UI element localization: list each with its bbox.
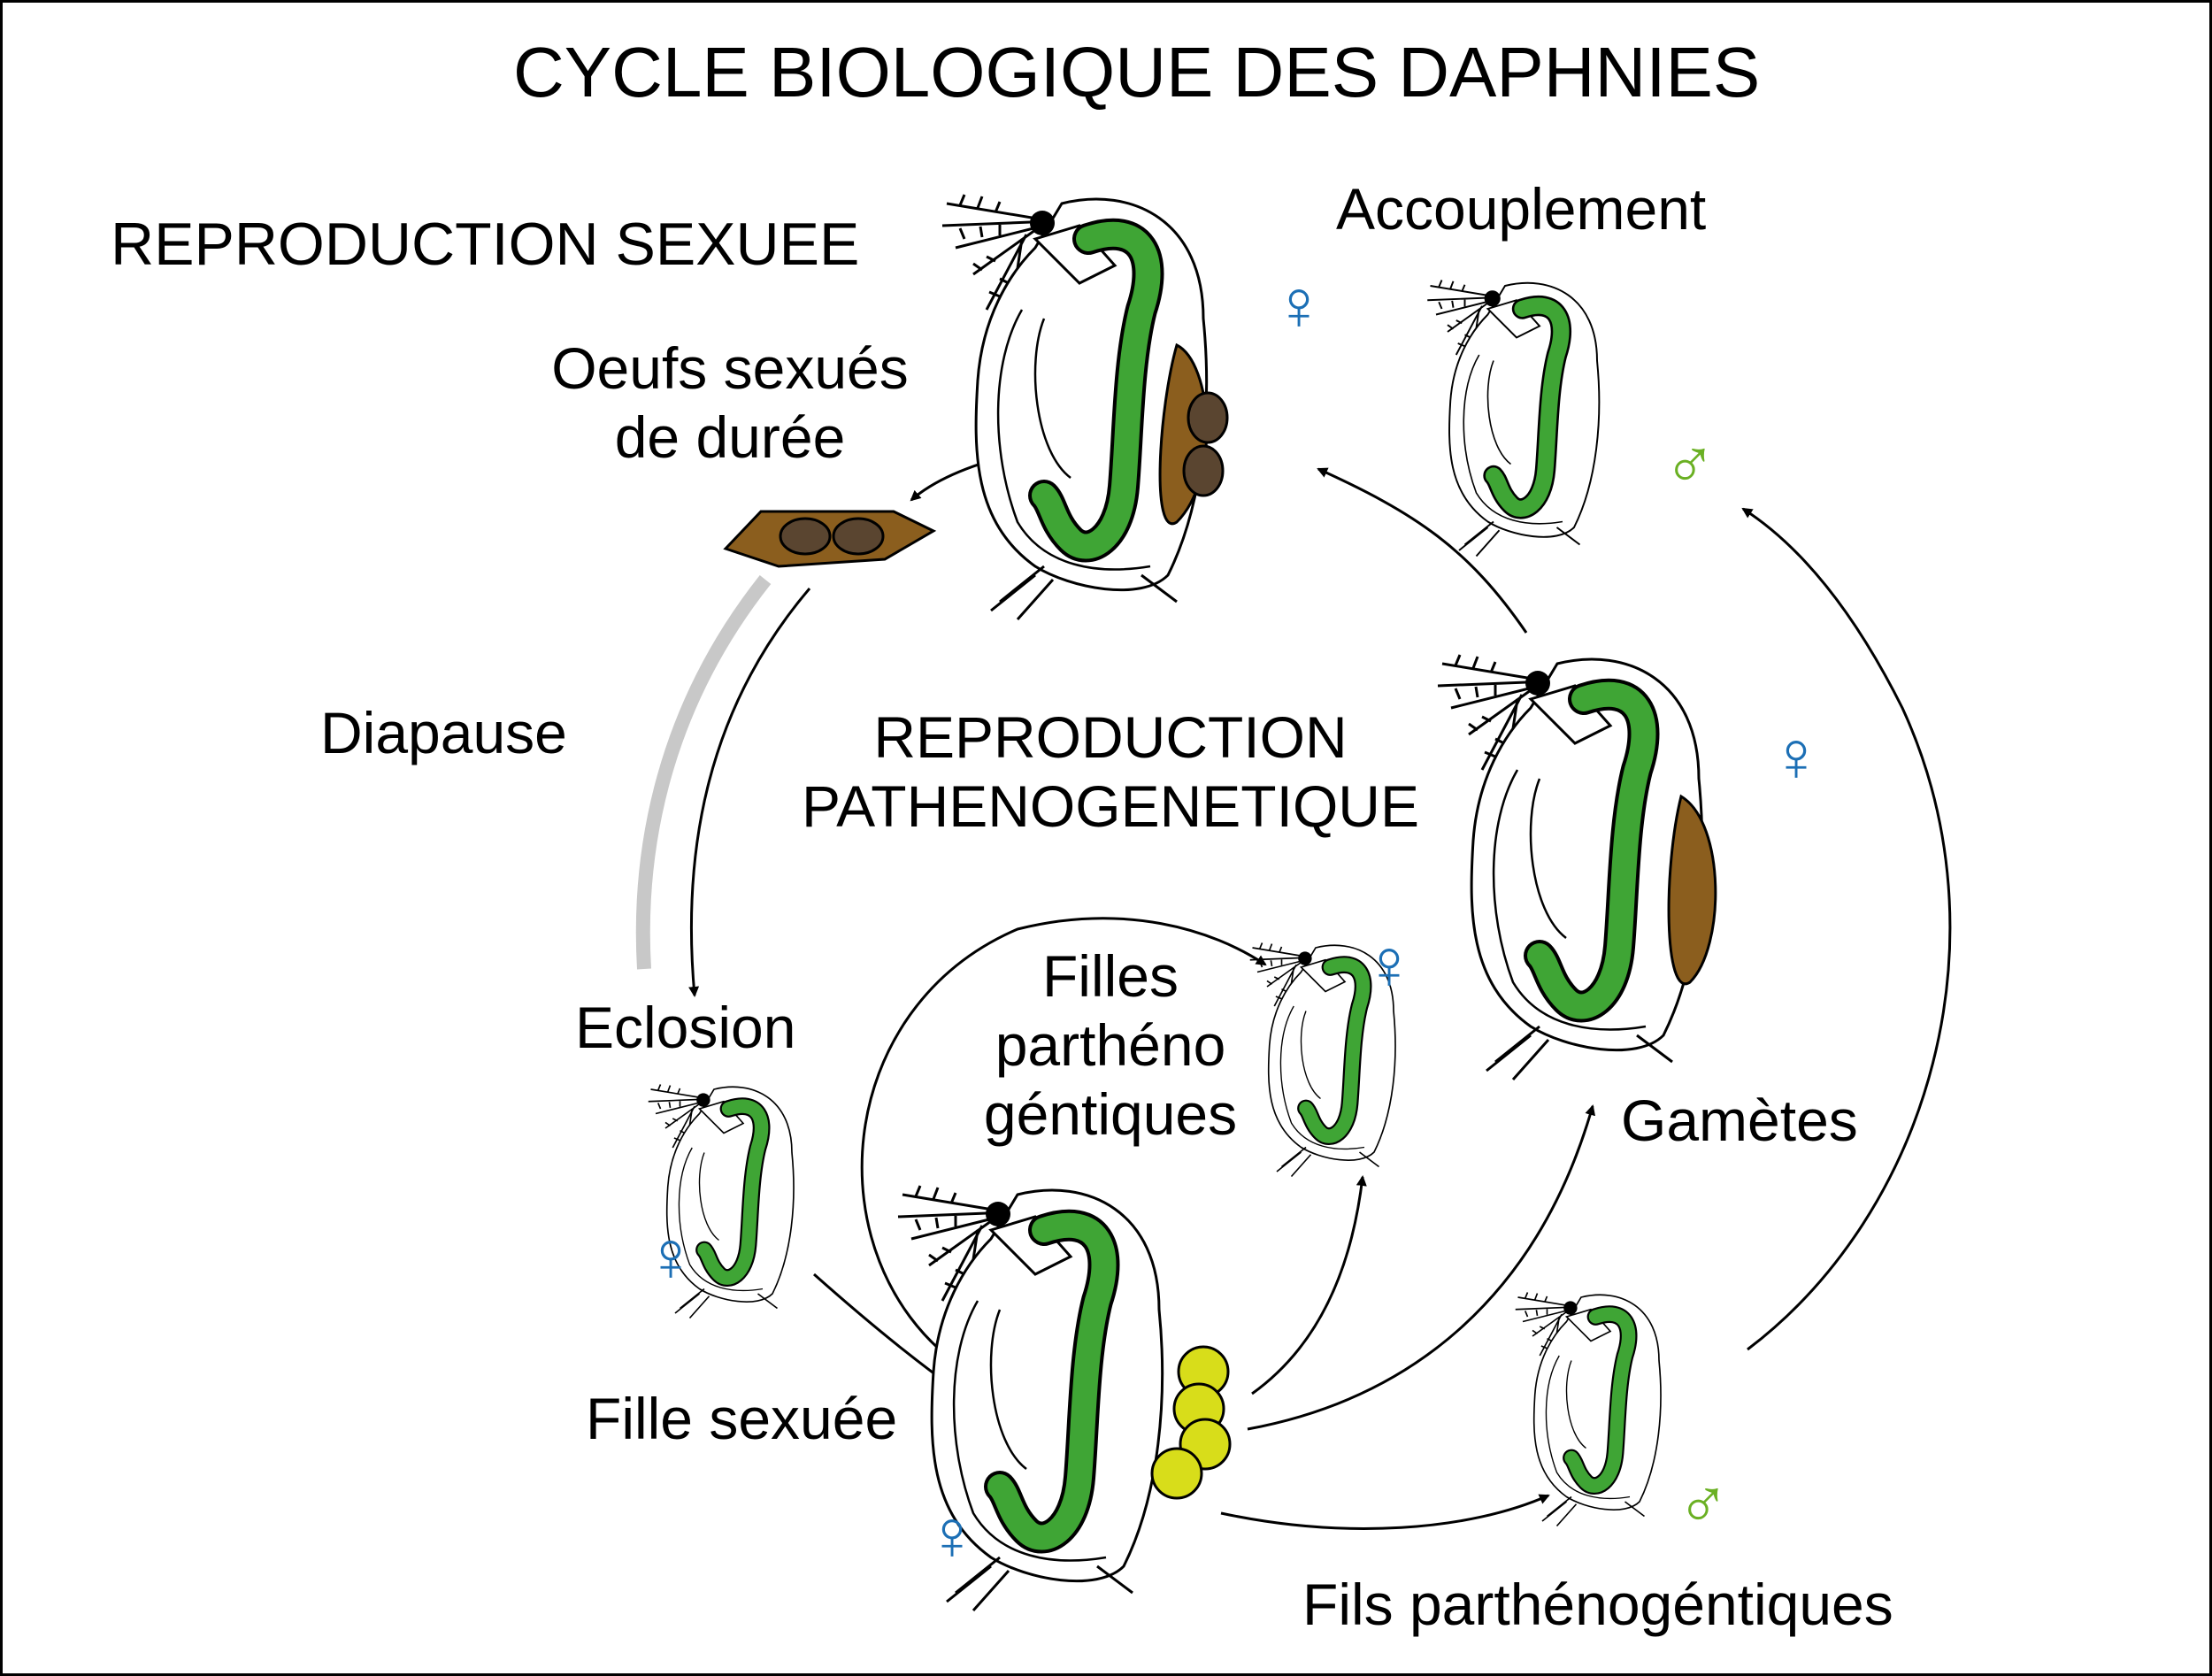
page-title: CYCLE BIOLOGIQUE DES DAPHNIES xyxy=(513,33,1761,111)
section-sexual-reproduction: REPRODUCTION SEXUEE xyxy=(111,211,860,278)
section-parthenogenetic-line2: PATHENOGENETIQUE xyxy=(802,773,1419,839)
label-daughters-line2: parthéno xyxy=(995,1011,1226,1078)
female-symbol: ♀ xyxy=(1272,265,1325,344)
ephippium xyxy=(723,510,937,568)
arrow-female-to-mating xyxy=(1317,467,1528,634)
label-daughters: Filles parthéno géntiques xyxy=(911,942,1310,1149)
arrow-sons-to-male xyxy=(1741,507,1952,1351)
label-hatching: Eclosion xyxy=(575,995,796,1060)
label-sons: Fils parthénogéntiques xyxy=(1302,1572,1893,1637)
female-symbol: ♀ xyxy=(1770,717,1823,796)
label-mating: Accouplement xyxy=(1336,176,1707,242)
female-symbol: ♀ xyxy=(1363,925,1416,1003)
arrow-to-sons xyxy=(1220,1494,1550,1530)
label-daughters-line1: Filles xyxy=(1041,943,1179,1009)
female-with-ephippium xyxy=(942,195,1229,619)
label-daughters-line3: géntiques xyxy=(983,1080,1238,1147)
male-symbol: ♂ xyxy=(1677,1465,1730,1543)
arrow-hatching xyxy=(688,588,811,997)
arrow-to-daughters xyxy=(1251,1175,1367,1395)
arrow-to-gametes xyxy=(1247,1104,1596,1431)
male-symbol: ♂ xyxy=(1663,425,1717,504)
label-diapause: Diapause xyxy=(320,700,567,765)
label-resting-eggs: Oeufs sexués de durée xyxy=(504,334,956,473)
son-male xyxy=(1516,1293,1661,1526)
label-resting-eggs-line1: Oeufs sexués xyxy=(551,335,909,401)
female-with-embryos xyxy=(898,1186,1232,1611)
female-symbol: ♀ xyxy=(644,1217,697,1295)
label-resting-eggs-line2: de durée xyxy=(614,404,846,470)
label-gametes: Gamètes xyxy=(1621,1088,1858,1153)
female-symbol: ♀ xyxy=(926,1495,979,1574)
male-mating xyxy=(1427,281,1599,557)
section-parthenogenetic-reproduction: REPRODUCTION PATHENOGENETIQUE xyxy=(734,703,1486,842)
label-sexual-daughter: Fille sexuée xyxy=(586,1386,898,1451)
arrow-parthenogenetic-loop xyxy=(860,917,1267,1365)
section-parthenogenetic-line1: REPRODUCTION xyxy=(873,704,1348,770)
female-parthenogenetic-right xyxy=(1438,655,1716,1080)
diapause-band xyxy=(635,575,772,970)
